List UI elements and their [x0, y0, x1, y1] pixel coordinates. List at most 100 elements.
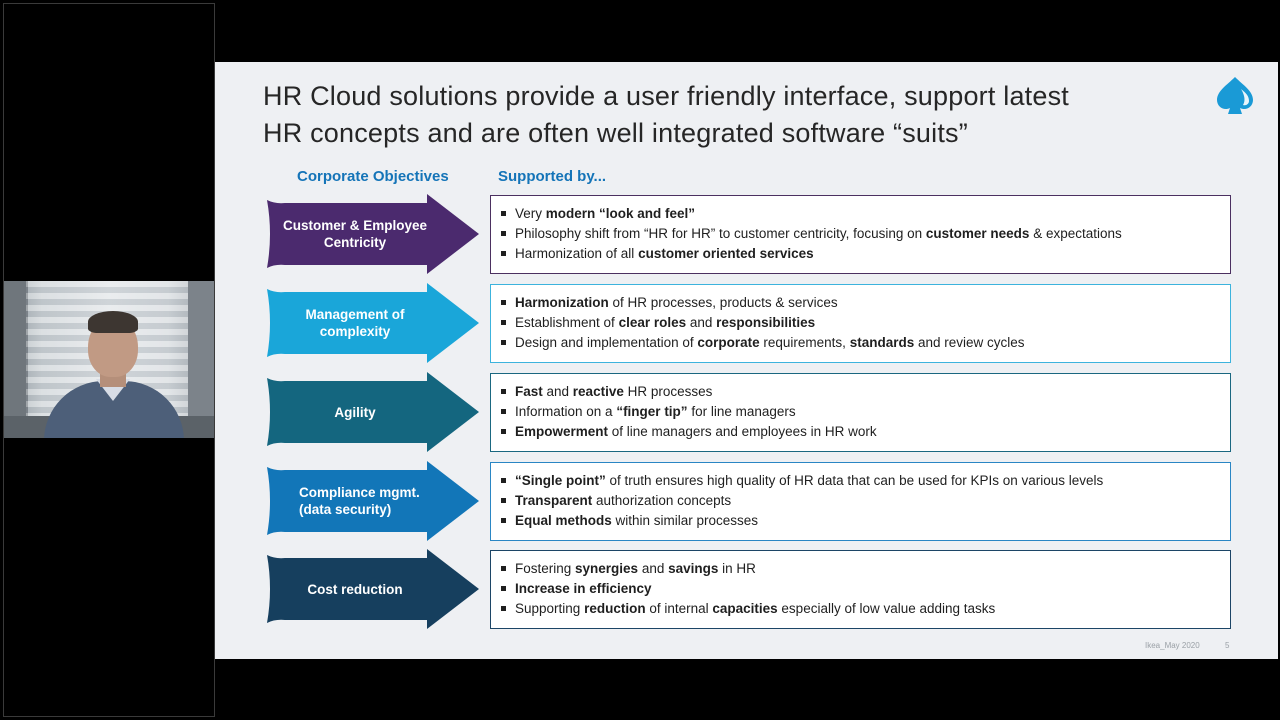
objective-label: Agility [334, 404, 376, 420]
bullet-text: Harmonization of all [515, 246, 639, 261]
slide-title: HR Cloud solutions provide a user friend… [263, 78, 1203, 152]
bullet-item: Philosophy shift from “HR for HR” to cus… [501, 224, 1230, 244]
bullet-text: and [686, 315, 717, 330]
bullet-item: Harmonization of all customer oriented s… [501, 244, 1230, 264]
arrow-shape [267, 549, 479, 629]
bullet-item: Fostering synergies and savings in HR [501, 559, 1230, 579]
bullet-text: HR processes [623, 384, 713, 399]
bullet-text: & expectations [1029, 226, 1122, 241]
bullet-text: and review cycles [914, 335, 1025, 350]
bullet-text: Information on a [515, 404, 617, 419]
bullet-text: Philosophy shift from “HR for HR” to cus… [515, 226, 926, 241]
objective-label: Management of complexity [305, 307, 405, 339]
bullet-item: “Single point” of truth ensures high qua… [501, 471, 1230, 491]
bullet-item: Design and implementation of corporate r… [501, 333, 1230, 353]
slide-footer: Ikea_May 2020 [1145, 641, 1200, 650]
bullet-text: and [638, 561, 669, 576]
bullet-text-bold: modern “look and feel” [545, 206, 696, 221]
spade-logo-icon [1217, 77, 1253, 114]
bullet-text-bold: Fast [515, 384, 543, 399]
bullet-text-bold: Transparent [515, 493, 593, 508]
bullet-item: Establishment of clear roles and respons… [501, 313, 1230, 333]
bullet-item: Harmonization of HR processes, products … [501, 293, 1230, 313]
bullet-text-bold: Increase in efficiency [515, 581, 652, 596]
bullet-text: within similar processes [611, 513, 759, 528]
objective-label: Customer & Employee Centricity [282, 218, 428, 250]
bullet-text: especially of low value adding tasks [777, 601, 996, 616]
bullet-list: Fostering synergies and savings in HR Inc… [501, 559, 1230, 619]
bullet-item: Very modern “look and feel” [501, 204, 1230, 224]
window-frame-right [188, 281, 214, 438]
supported-by-box: Fostering synergies and savings in HR Inc… [490, 550, 1231, 629]
supported-by-box: “Single point” of truth ensures high qua… [490, 462, 1231, 541]
presenter-hair [88, 311, 138, 333]
objective-arrow: Compliance mgmt. (data security) [267, 461, 479, 541]
bullet-text: of line managers and employees in HR wor… [608, 424, 877, 439]
bullet-item: Increase in efficiency [501, 579, 1230, 599]
bullet-text-bold: synergies [575, 561, 639, 576]
column-header-supported-by: Supported by... [498, 168, 607, 185]
arrow-fill [267, 283, 479, 363]
bullet-text-bold: Equal methods [515, 513, 612, 528]
bullet-list: Very modern “look and feel” Philosophy sh… [501, 204, 1230, 264]
bullet-text: in HR [718, 561, 756, 576]
objective-label: Compliance mgmt. (data security) [299, 485, 420, 517]
arrow-shape [267, 283, 479, 363]
bullet-text: authorization concepts [592, 493, 732, 508]
objective-row: Cost reduction Fostering synergies and sa… [215, 549, 1278, 629]
supported-by-box: Very modern “look and feel” Philosophy sh… [490, 195, 1231, 274]
presentation-slide: HR Cloud solutions provide a user friend… [215, 62, 1278, 659]
bullet-text-bold: reactive [572, 384, 624, 399]
arrow-shape [267, 194, 479, 274]
bullet-text-bold: clear roles [618, 315, 687, 330]
bullet-text-bold: capacities [712, 601, 778, 616]
arrow-shape [267, 372, 479, 452]
bullet-text: and [542, 384, 573, 399]
arrow-fill [267, 372, 479, 452]
bullet-text: Supporting [515, 601, 585, 616]
bullet-item: Transparent authorization concepts [501, 491, 1230, 511]
bullet-list: “Single point” of truth ensures high qua… [501, 471, 1230, 531]
slide-page-number: 5 [1225, 641, 1230, 650]
bullet-text-bold: Empowerment [515, 424, 609, 439]
bullet-text-bold: Harmonization [515, 295, 609, 310]
bullet-item: Empowerment of line managers and employe… [501, 422, 1230, 442]
bullet-text: for line managers [687, 404, 796, 419]
bullet-text-bold: reduction [584, 601, 646, 616]
objective-row: Management of complexity Harmonization of… [215, 283, 1278, 363]
arrow-fill [267, 461, 479, 541]
objective-label: Cost reduction [307, 581, 403, 597]
slide-title-line-1: HR Cloud solutions provide a user friend… [263, 81, 1069, 111]
bullet-text: of HR processes, products & services [608, 295, 838, 310]
bullet-text-bold: standards [849, 335, 915, 350]
participant-webcam-video[interactable] [4, 281, 214, 438]
slide-title-line-2: HR concepts and are often well integrate… [263, 118, 968, 148]
bullet-text-bold: corporate [697, 335, 760, 350]
bullet-text-bold: responsibilities [716, 315, 816, 330]
bullet-text-bold: “Single point” [515, 473, 606, 488]
objective-row: Customer & Employee Centricity Very moder… [215, 194, 1278, 274]
bullet-text-bold: customer needs [925, 226, 1030, 241]
arrow-shape [267, 461, 479, 541]
objective-arrow: Agility [267, 372, 479, 452]
bullet-text: requirements, [759, 335, 850, 350]
column-header-objectives: Corporate Objectives [297, 168, 449, 185]
arrow-fill [267, 194, 479, 274]
bullet-list: Harmonization of HR processes, products … [501, 293, 1230, 353]
bullet-item: Fast and reactive HR processes [501, 382, 1230, 402]
objective-arrow: Customer & Employee Centricity [267, 194, 479, 274]
objective-arrow: Cost reduction [267, 549, 479, 629]
bullet-text: of internal [645, 601, 713, 616]
bullet-text-bold: savings [668, 561, 719, 576]
bullet-item: Supporting reduction of internal capacit… [501, 599, 1230, 619]
bullet-text-bold: “finger tip” [616, 404, 688, 419]
bullet-text: Very [515, 206, 546, 221]
bullet-item: Information on a “finger tip” for line m… [501, 402, 1230, 422]
bullet-text: Establishment of [515, 315, 619, 330]
window-frame-left [4, 281, 28, 438]
arrow-fill [267, 549, 479, 629]
bullet-text: of truth ensures high quality of HR data… [605, 473, 1104, 488]
bullet-item: Equal methods within similar processes [501, 511, 1230, 531]
